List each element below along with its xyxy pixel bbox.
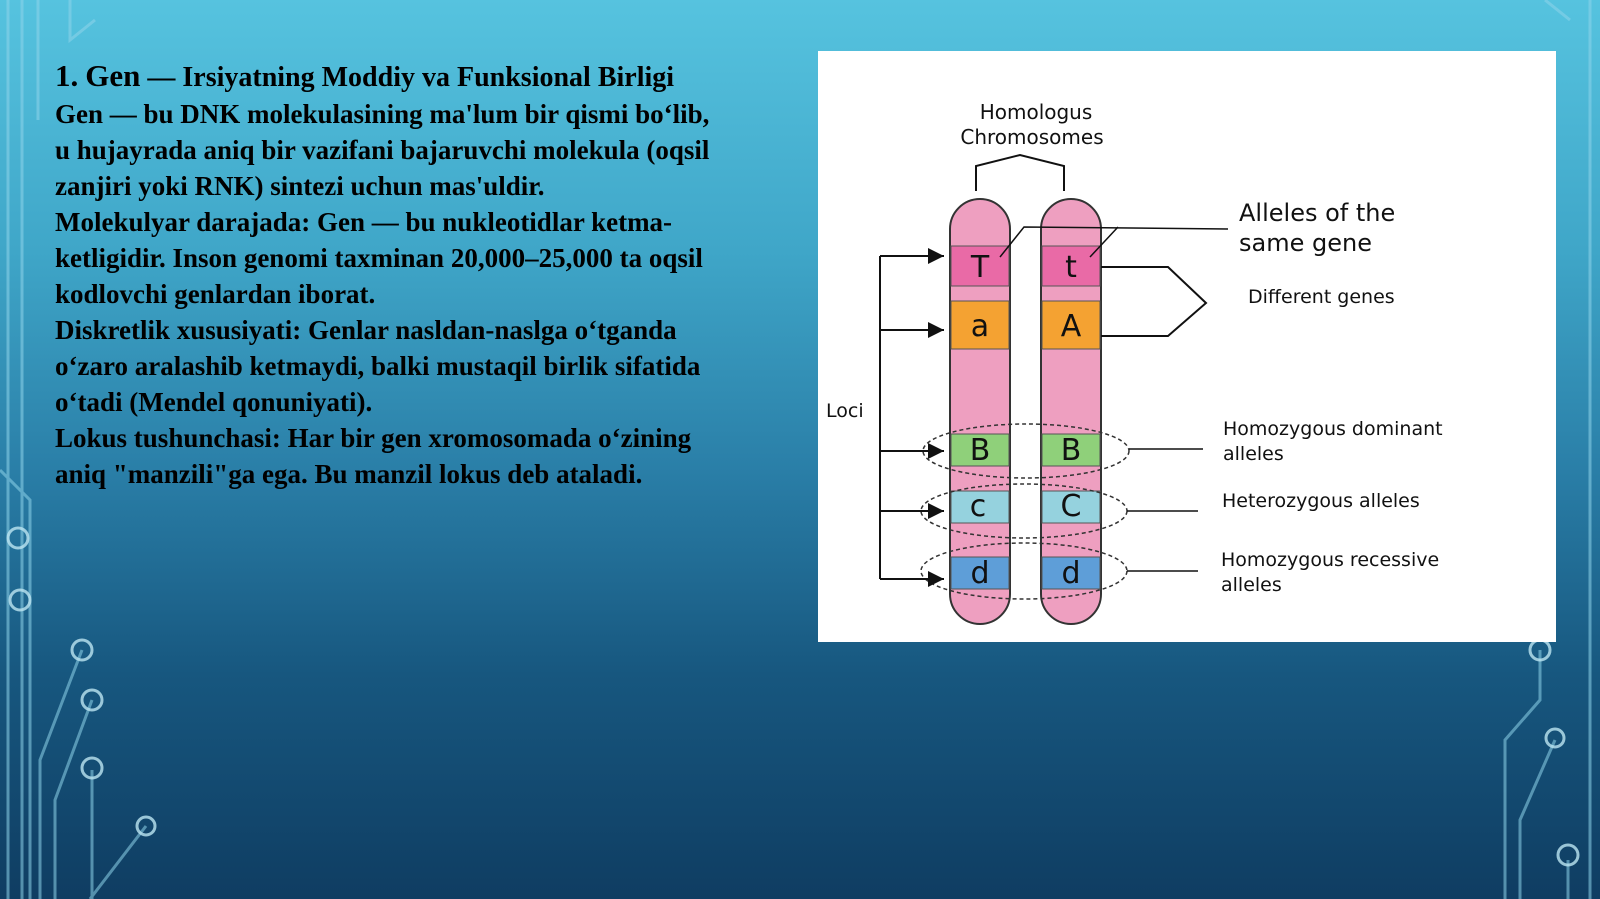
loci-arrows xyxy=(879,248,944,587)
right-allele-d: d xyxy=(1061,556,1080,591)
title-word: Gen xyxy=(85,58,141,93)
header-bracket xyxy=(975,153,1065,191)
alleles-label-line1: Alleles of the xyxy=(1239,199,1395,227)
right-allele-C: C xyxy=(1061,489,1082,524)
slide-title: 1. Gen — Irsiyatning Moddiy va Funksiona… xyxy=(55,58,715,96)
right-allele-A: A xyxy=(1061,309,1082,344)
left-allele-a: a xyxy=(971,309,989,344)
left-chromosome: T a B c d xyxy=(949,198,1011,625)
left-allele-d: d xyxy=(970,556,989,591)
different-genes-bracket xyxy=(1101,266,1208,337)
chromosome-figure: Homologus Chromosomes T a B c d t A xyxy=(818,51,1556,642)
homozygous-dominant-line1: Homozygous dominant xyxy=(1223,418,1443,440)
left-allele-B: B xyxy=(970,433,991,468)
header-line1: Homologus xyxy=(980,100,1093,124)
slide-text: 1. Gen — Irsiyatning Moddiy va Funksiona… xyxy=(55,58,715,492)
homozygous-recessive-line1: Homozygous recessive xyxy=(1221,549,1439,571)
title-rest: — Irsiyatning Moddiy va Funksional Birli… xyxy=(147,62,675,93)
right-allele-B: B xyxy=(1061,433,1082,468)
right-chromosome: t A B C d xyxy=(1040,198,1102,625)
loci-label: Loci xyxy=(826,400,864,422)
right-allele-t: t xyxy=(1065,250,1077,285)
label-connectors xyxy=(1127,448,1203,572)
homozygous-dominant-line2: alleles xyxy=(1223,443,1284,465)
alleles-label-line2: same gene xyxy=(1239,229,1372,257)
left-allele-c: c xyxy=(970,489,987,524)
header-line2: Chromosomes xyxy=(960,125,1103,149)
alleles-pointer xyxy=(999,226,1229,258)
paragraph-discreteness: Diskretlik xususiyati: Genlar nasldan-na… xyxy=(55,315,701,417)
title-number: 1. xyxy=(55,58,79,93)
chromosome-diagram: Homologus Chromosomes T a B c d t A xyxy=(826,100,1443,625)
homozygous-recessive-line2: alleles xyxy=(1221,574,1282,596)
different-genes-label: Different genes xyxy=(1248,286,1395,308)
paragraph-locus: Lokus tushunchasi: Har bir gen xromosoma… xyxy=(55,423,692,489)
paragraph-gen-definition: Gen — bu DNK molekulasining ma'lum bir q… xyxy=(55,99,710,201)
left-allele-T: T xyxy=(970,250,990,285)
heterozygous-label: Heterozygous alleles xyxy=(1222,490,1420,512)
paragraph-molecular-level: Molekulyar darajada: Gen — bu nukleotidl… xyxy=(55,207,703,309)
